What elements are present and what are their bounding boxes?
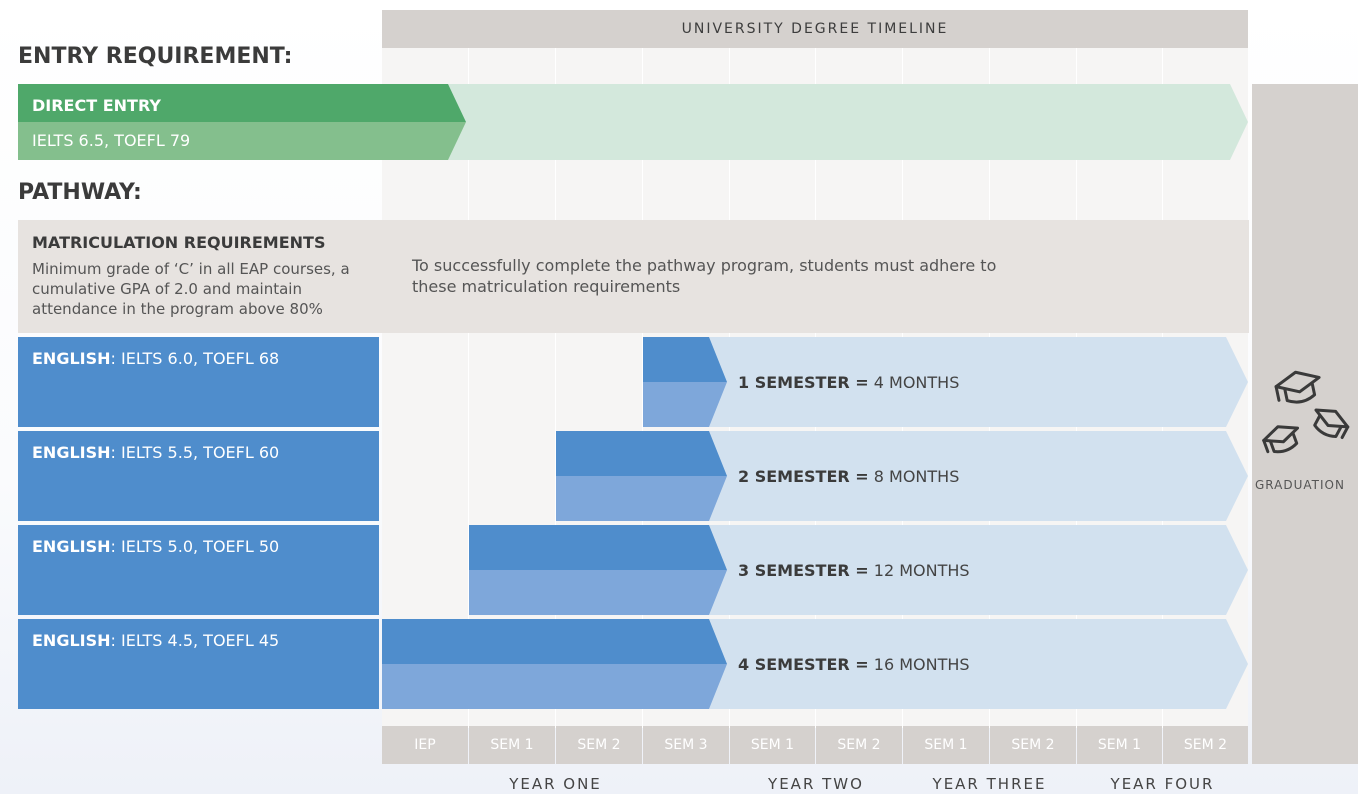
semester-count: 3 SEMESTER = (738, 561, 869, 580)
matriculation-panel (18, 220, 1249, 333)
pathway-heading: PATHWAY: (18, 180, 142, 205)
column-divider (468, 48, 469, 728)
english-label: ENGLISH (32, 537, 111, 556)
english-scores: : IELTS 4.5, TOEFL 45 (110, 631, 280, 650)
months-count: 4 MONTHS (868, 373, 960, 392)
pathway-track (700, 525, 1248, 615)
semester-count: 1 SEMESTER = (738, 373, 869, 392)
direct-entry-requirement: IELTS 6.5, TOEFL 79 (32, 131, 191, 150)
pathway-track (700, 431, 1248, 521)
pathway-requirement-card: ENGLISH: IELTS 6.0, TOEFL 68 (18, 337, 379, 427)
english-scores: : IELTS 5.0, TOEFL 50 (110, 537, 280, 556)
semester-cell: SEM 3 (643, 726, 729, 764)
duration-label: 2 SEMESTER = 8 MONTHS (738, 467, 959, 486)
months-count: 16 MONTHS (868, 655, 970, 674)
pathway-requirement-card: ENGLISH: IELTS 5.0, TOEFL 50 (18, 525, 379, 615)
column-divider (642, 48, 643, 728)
english-label: ENGLISH (32, 631, 111, 650)
graduation-column (1252, 84, 1358, 764)
matriculation-note: To successfully complete the pathway pro… (412, 256, 997, 296)
semester-cell: SEM 1 (730, 726, 815, 764)
semester-cell: SEM 2 (816, 726, 902, 764)
semester-cell: SEM 1 (903, 726, 989, 764)
duration-label: 1 SEMESTER = 4 MONTHS (738, 373, 959, 392)
timeline-title: UNIVERSITY DEGREE TIMELINE (382, 10, 1248, 48)
english-label: ENGLISH (32, 349, 111, 368)
entry-requirement-heading: ENTRY REQUIREMENT: (18, 44, 293, 69)
semester-cell: SEM 1 (1077, 726, 1162, 764)
english-study-bar (469, 525, 727, 570)
graduation-caps-icon (1262, 360, 1358, 470)
english-study-bar (382, 619, 727, 664)
year-label-three: YEAR THREE (932, 775, 1047, 793)
english-requirement: ENGLISH: IELTS 5.0, TOEFL 50 (32, 537, 279, 556)
semester-count: 2 SEMESTER = (738, 467, 869, 486)
english-requirement: ENGLISH: IELTS 4.5, TOEFL 45 (32, 631, 279, 650)
matriculation-description: Minimum grade of ‘C’ in all EAP courses,… (32, 260, 350, 318)
english-study-bar-lower (556, 476, 727, 521)
english-scores: : IELTS 6.0, TOEFL 68 (110, 349, 280, 368)
semester-cell: SEM 2 (1163, 726, 1248, 764)
direct-entry-label: DIRECT ENTRY (32, 96, 161, 115)
english-requirement: ENGLISH: IELTS 6.0, TOEFL 68 (32, 349, 279, 368)
duration-label: 3 SEMESTER = 12 MONTHS (738, 561, 970, 580)
direct-entry-band-top (18, 84, 466, 122)
year-label-two: YEAR TWO (768, 775, 864, 793)
pathway-requirement-card: ENGLISH: IELTS 4.5, TOEFL 45 (18, 619, 379, 709)
semester-cell: SEM 2 (556, 726, 642, 764)
semester-count: 4 SEMESTER = (738, 655, 869, 674)
pathway-track (700, 337, 1248, 427)
pathway-track (700, 619, 1248, 709)
english-scores: : IELTS 5.5, TOEFL 60 (110, 443, 280, 462)
english-study-bar (556, 431, 727, 476)
english-label: ENGLISH (32, 443, 111, 462)
months-count: 8 MONTHS (868, 467, 960, 486)
semester-cell: SEM 2 (990, 726, 1076, 764)
english-requirement: ENGLISH: IELTS 5.5, TOEFL 60 (32, 443, 279, 462)
matriculation-title: MATRICULATION REQUIREMENTS (32, 233, 326, 252)
year-label-one: YEAR ONE (509, 775, 602, 793)
english-study-bar-lower (382, 664, 727, 709)
direct-entry-track (382, 84, 1248, 160)
duration-label: 4 SEMESTER = 16 MONTHS (738, 655, 970, 674)
year-label-four: YEAR FOUR (1110, 775, 1215, 793)
months-count: 12 MONTHS (868, 561, 970, 580)
english-study-bar-lower (469, 570, 727, 615)
column-divider (555, 48, 556, 728)
direct-entry-band-bottom (18, 122, 466, 160)
semester-cell-iep: IEP (382, 726, 468, 764)
graduation-label: GRADUATION (1255, 478, 1345, 492)
semester-cell: SEM 1 (469, 726, 555, 764)
direct-entry-card: DIRECT ENTRY IELTS 6.5, TOEFL 79 (18, 84, 466, 160)
pathway-requirement-card: ENGLISH: IELTS 5.5, TOEFL 60 (18, 431, 379, 521)
